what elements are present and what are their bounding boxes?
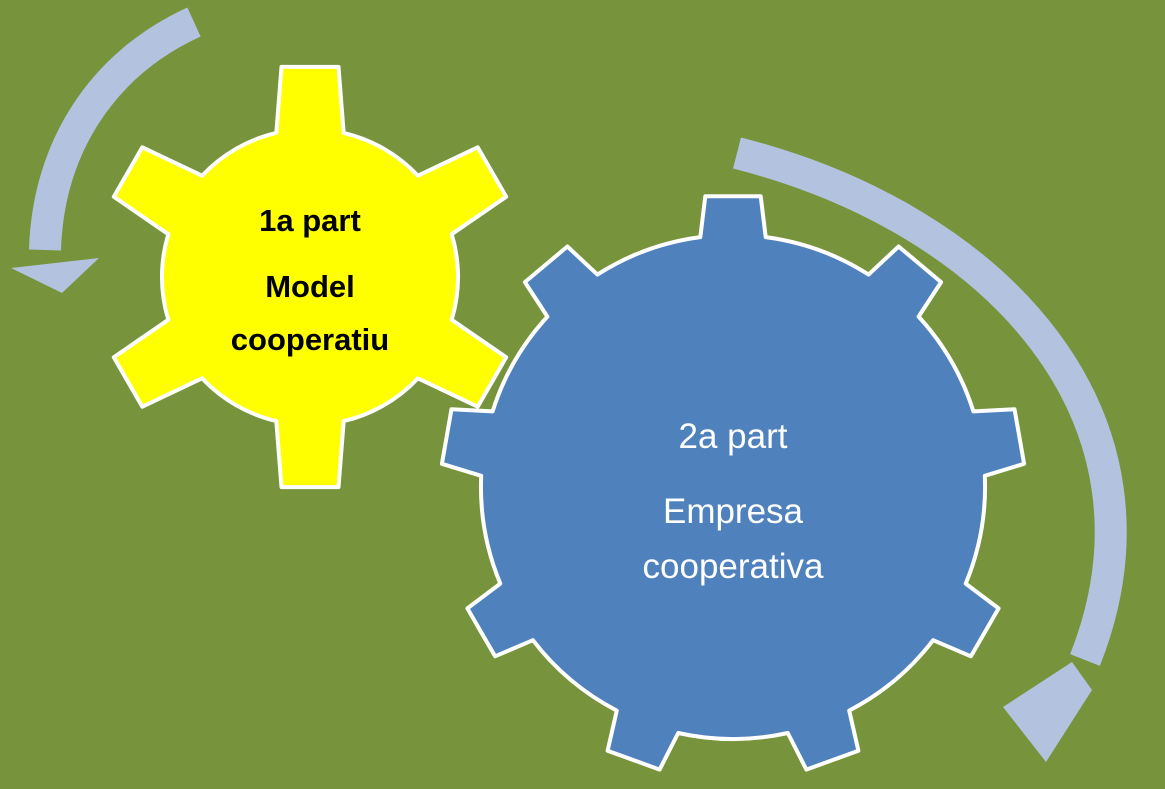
large-gear-line1: Empresa <box>663 492 804 531</box>
left-curved-arrow-icon <box>11 7 201 293</box>
right-curved-arrow-icon <box>733 137 1127 762</box>
small-gear-line2: cooperatiu <box>231 322 389 357</box>
small-gear-body <box>111 64 509 490</box>
large-gear-line2: cooperativa <box>643 547 824 586</box>
large-gear-body <box>439 194 1027 772</box>
small-gear: 1a part Model cooperatiu <box>111 64 509 490</box>
large-gear: 2a part Empresa cooperativa <box>439 194 1027 772</box>
large-gear-title: 2a part <box>679 417 788 456</box>
small-gear-title: 1a part <box>259 203 361 238</box>
small-gear-line1: Model <box>265 269 355 304</box>
